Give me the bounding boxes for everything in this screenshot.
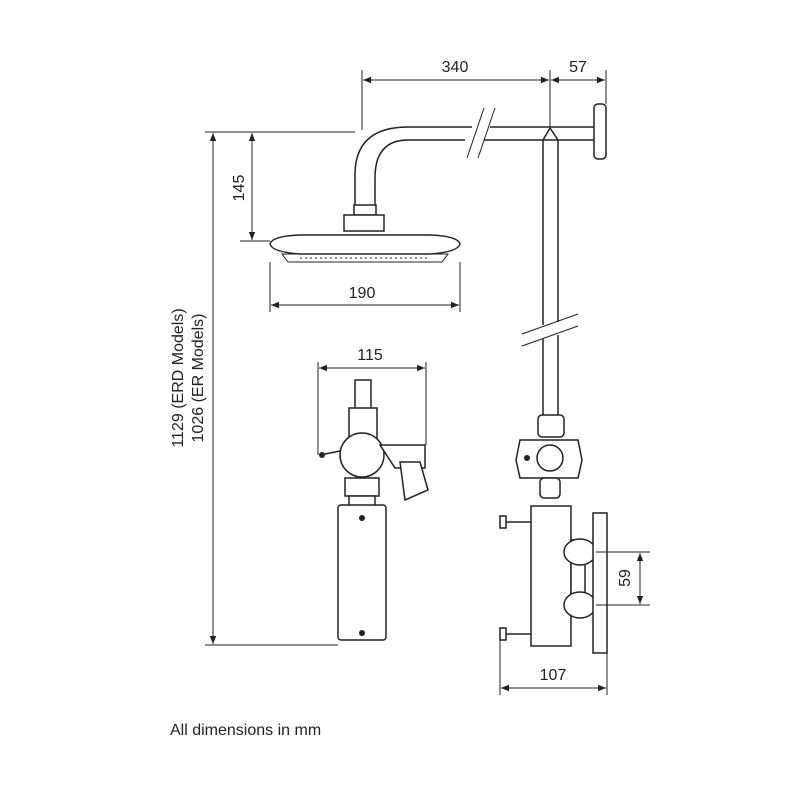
head-height-label: 145	[231, 175, 248, 202]
diverter-bracket	[515, 414, 583, 499]
total-height-erd-label: 1129 (ERD Models)	[170, 308, 187, 447]
rear-valve-body	[499, 505, 608, 654]
wall-flange	[593, 103, 607, 160]
units-note: All dimensions in mm	[170, 722, 322, 739]
shower-head	[269, 204, 461, 263]
wall-offset-label: 57	[569, 59, 587, 76]
total-height-er-label: 1026 (ER Models)	[190, 314, 207, 443]
head-diameter-label: 190	[349, 285, 376, 302]
riser-rail	[521, 126, 579, 420]
valve-front-view	[319, 379, 429, 641]
valve-depth-label: 107	[540, 667, 567, 684]
valve-width-label: 115	[357, 347, 383, 364]
control-spacing-label: 59	[617, 569, 634, 587]
arm-length-label: 340	[442, 59, 469, 76]
dimension-lines	[205, 70, 650, 695]
shower-arm	[354, 107, 597, 205]
